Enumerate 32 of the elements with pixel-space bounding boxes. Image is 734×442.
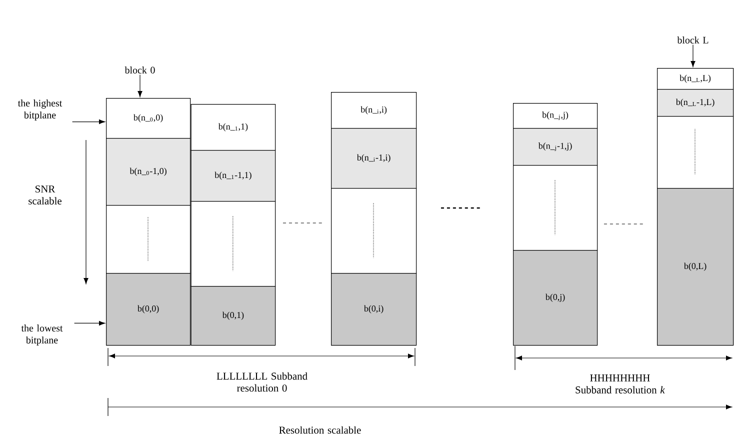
- bitplane-cell: b(n_$_{i}$-1,i): [331, 128, 417, 189]
- caption-text: HHHHHHHH Subband resolution k: [576, 374, 665, 394]
- bitplane-cell: b(n_$_{0}$,0): [106, 98, 191, 139]
- arrow-label: the lowest bitplane: [21, 324, 63, 346]
- caption-text: SNR scalable: [28, 186, 62, 204]
- arrow: [72, 120, 106, 124]
- bitplane-cell: b(n_$_{j}$-1,j): [513, 128, 598, 166]
- caption-text: LLLLLLLL Subband resolution 0: [216, 372, 308, 392]
- bitplane-cell: b(n_$_{1}$,1): [190, 104, 276, 151]
- arrow-label: block 0: [124, 66, 155, 74]
- bitplane-cell: b(n_$_{L}$,L): [657, 68, 734, 90]
- caption-text: Resolution scalable: [279, 426, 361, 434]
- arrow: [74, 320, 106, 326]
- arrow: [138, 74, 142, 97]
- bitplane-cell: b(n_$_{L}$-1,L): [657, 89, 734, 117]
- elided-cell: [513, 164, 598, 251]
- elided-cell: [190, 200, 276, 287]
- bitplane-cell: b(n_$_{i}$,i): [331, 92, 417, 129]
- bitplane-cell: b(0,L): [657, 188, 734, 346]
- bitplane-cell: b(0,1): [190, 286, 276, 346]
- bitplane-cell: b(0,j): [513, 250, 598, 346]
- elided-cell: [331, 188, 417, 274]
- bitplane-cell: b(n_$_{1}$-1,1): [190, 150, 276, 202]
- arrow-label: block L: [677, 36, 708, 44]
- arrow: [690, 44, 696, 67]
- arrow-label: the highest bitplane: [18, 100, 62, 120]
- elided-cell: [106, 204, 191, 274]
- elided-cell: [657, 116, 734, 189]
- bitplane-cell: b(n_$_{0}$-1,0): [106, 138, 191, 206]
- bitplane-cell: b(0,0): [106, 273, 191, 346]
- bitplane-cell: b(n_$_{j}$,j): [513, 103, 598, 129]
- bitplane-cell: b(0,i): [331, 273, 417, 346]
